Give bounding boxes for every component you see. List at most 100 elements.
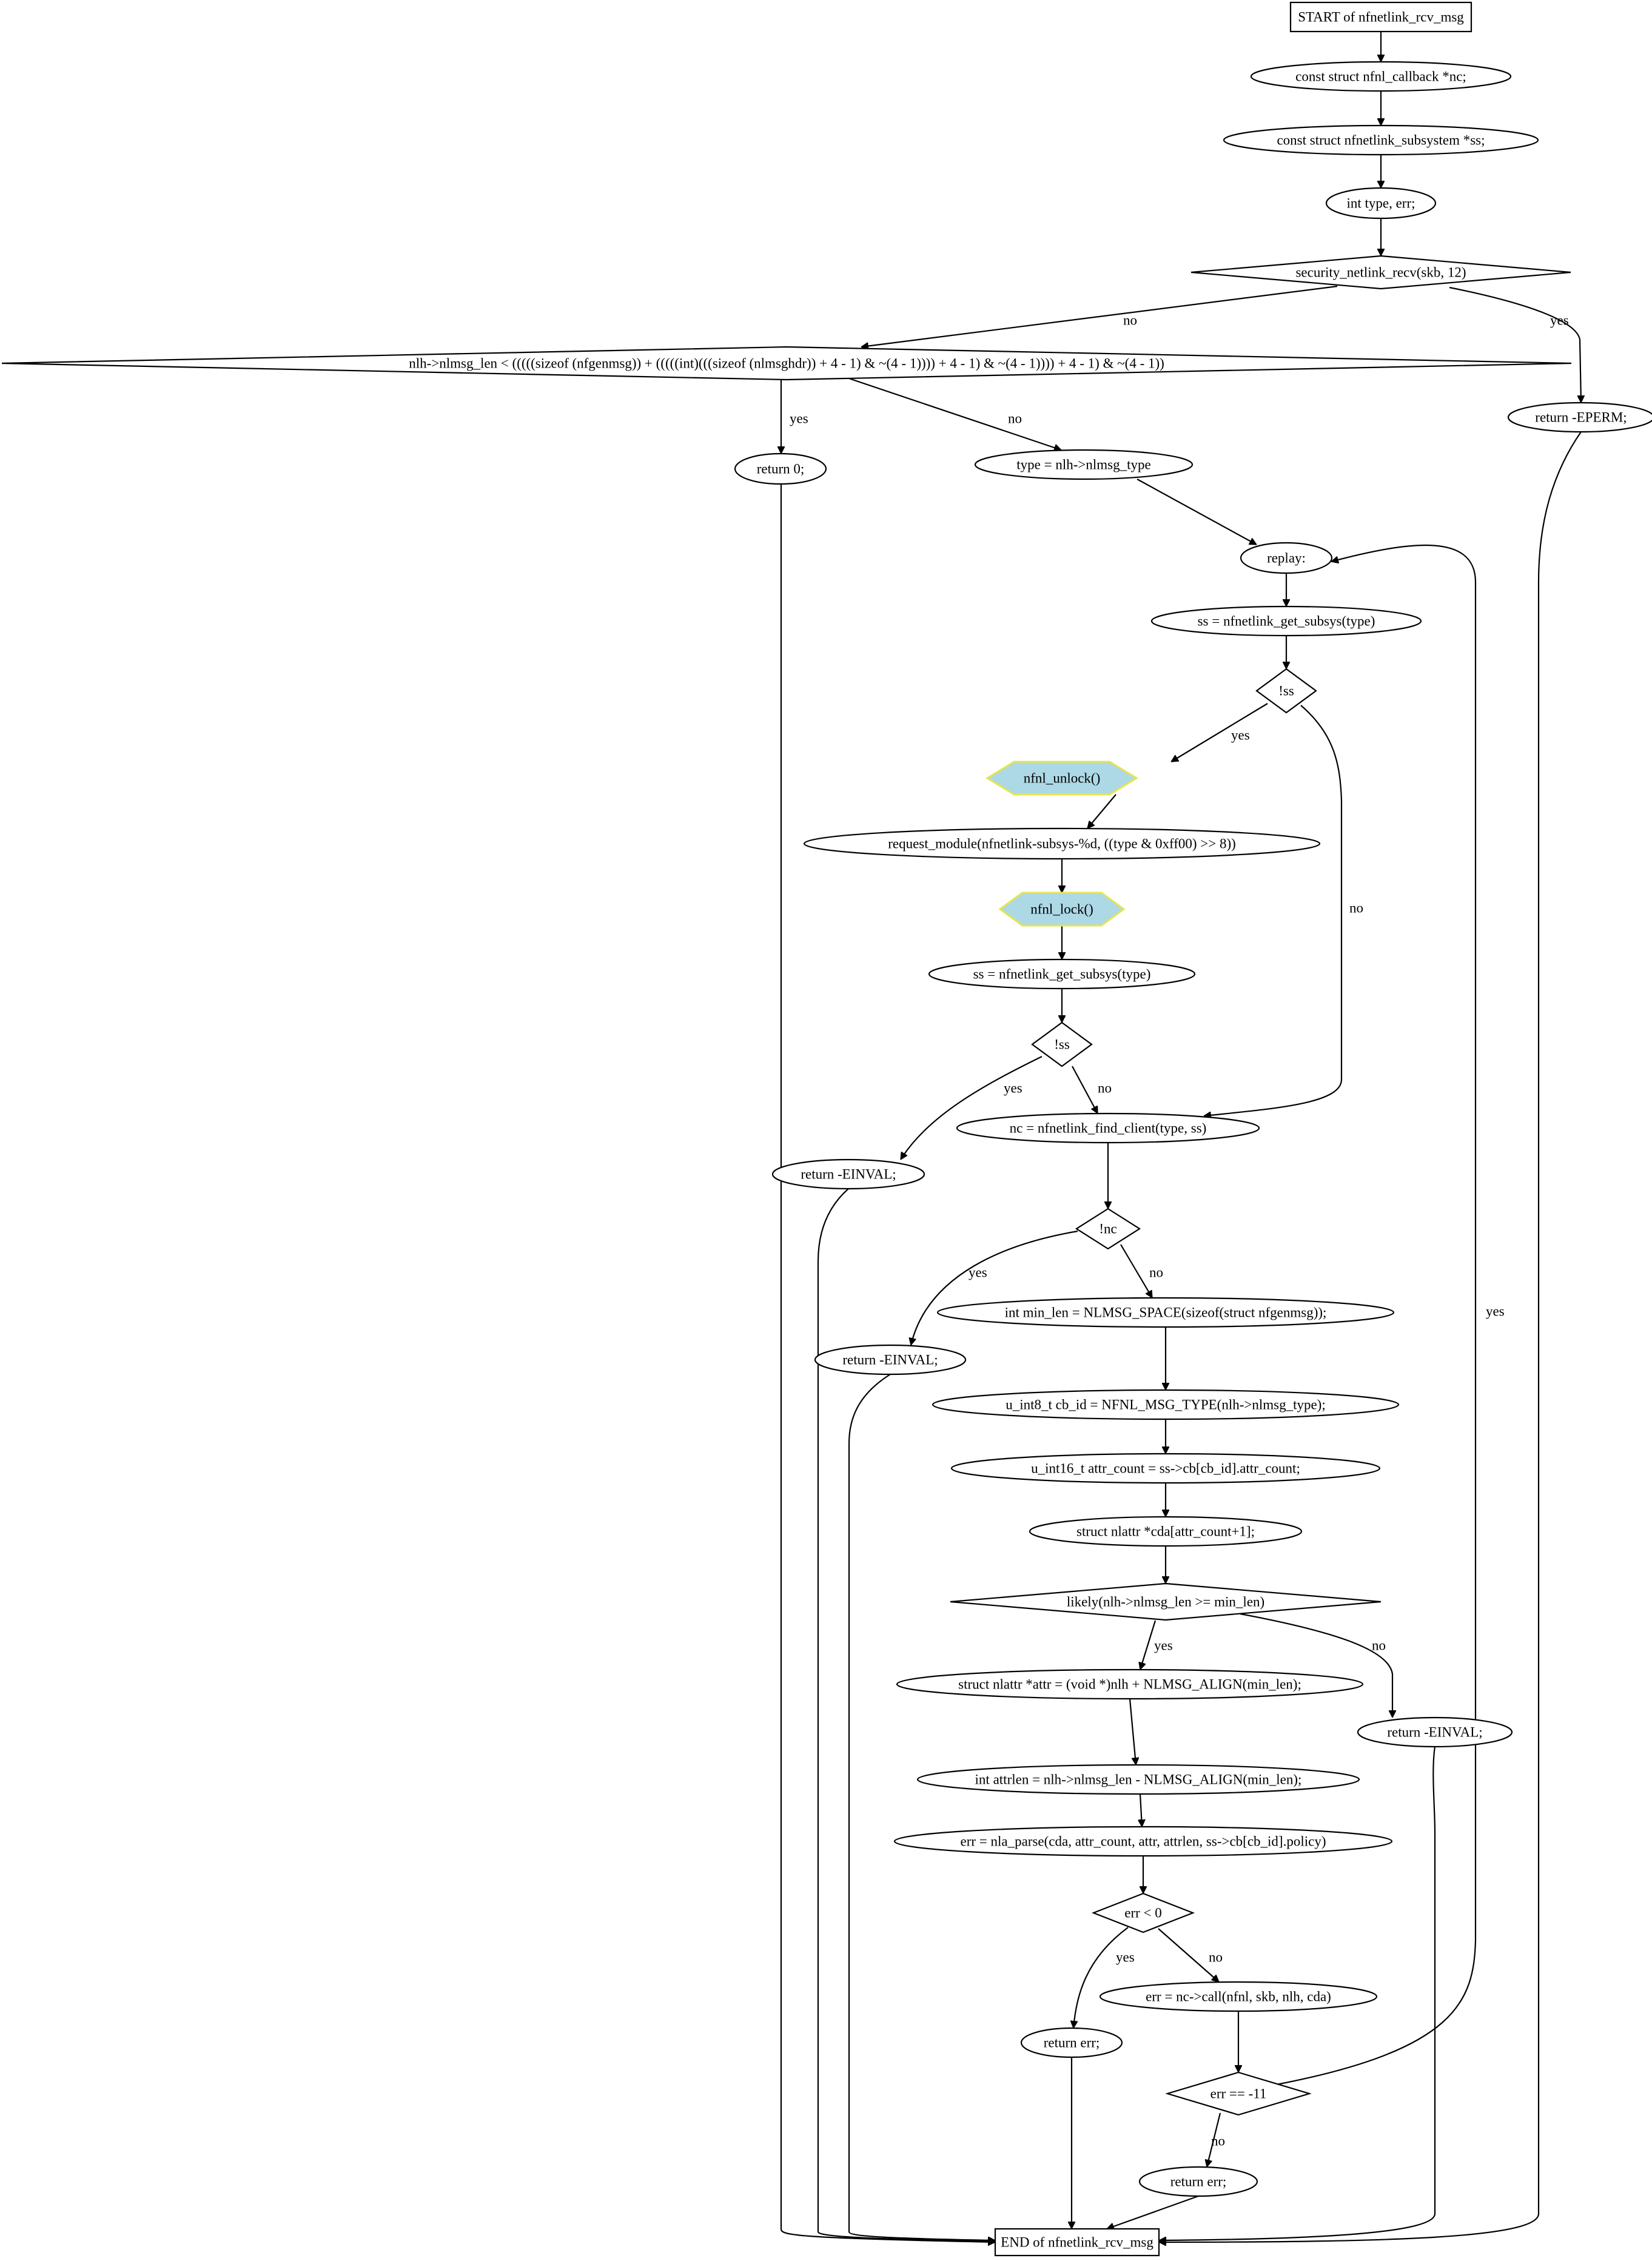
node-shape (950, 1582, 1382, 1621)
edge-n25-n27 (1240, 1613, 1392, 1718)
node-n3-ellipse: int type, err; (1325, 187, 1437, 220)
node-n26-ellipse: struct nlattr *attr = (void *)nlh + NLMS… (896, 1668, 1364, 1700)
edge-label-n30-n31: yes (1116, 1950, 1135, 1965)
node-label: int type, err; (1346, 196, 1415, 211)
node-shape (814, 1344, 967, 1376)
node-label: request_module(nfnetlink-subsys-%d, ((ty… (888, 836, 1236, 852)
node-shape (1029, 1516, 1303, 1547)
node-n32-ellipse: err = nc->call(nfnl, skb, nlh, cda) (1099, 1981, 1378, 2012)
node-n13-ellipse: request_module(nfnetlink-subsys-%d, ((ty… (803, 827, 1321, 860)
node-shape (1223, 124, 1539, 156)
node-label: err = nla_parse(cda, attr_count, attr, a… (961, 1834, 1326, 1849)
node-n11-diamond: !ss (1255, 668, 1317, 714)
node-n33-diamond: err == -11 (1165, 2071, 1312, 2116)
edge-n20-n35 (848, 1374, 995, 2240)
edge-n11-n18 (1204, 705, 1343, 1116)
node-shape (1091, 1892, 1195, 1933)
edge-n27-n35 (1159, 1746, 1436, 2240)
node-n5-diamond: nlh->nlmsg_len < (((((sizeof (nfgenmsg))… (1, 346, 1572, 381)
edge-n19-n20 (911, 1230, 1078, 1345)
edge-n11-n12 (1171, 703, 1268, 762)
node-n12-hexagon: nfnl_unlock() (985, 761, 1138, 796)
node-shape (734, 452, 827, 485)
node-n0-box: START of nfnetlink_rcv_msg (1289, 1, 1472, 33)
node-label: nfnl_lock() (1030, 902, 1093, 917)
node-shape (974, 449, 1194, 480)
node-shape (936, 1297, 1395, 1328)
edge-label-n4-n6: yes (1550, 313, 1569, 328)
node-label: int attrlen = nlh->nlmsg_len - NLMSG_ALI… (975, 1772, 1302, 1787)
node-n6-ellipse: return -EPERM; (1507, 401, 1652, 433)
node-n1-ellipse: const struct nfnl_callback *nc; (1250, 61, 1512, 92)
node-shape (1250, 61, 1512, 92)
node-n14-hexagon: nfnl_lock() (998, 892, 1126, 927)
edge-label-n5-n7: yes (790, 411, 808, 426)
node-n17-ellipse: return -EINVAL; (771, 1158, 925, 1190)
node-n21-ellipse: int min_len = NLMSG_SPACE(sizeof(struct … (936, 1297, 1395, 1328)
node-label: return -EPERM; (1535, 410, 1627, 425)
node-shape (1190, 255, 1571, 290)
node-n19-diamond: !nc (1075, 1208, 1141, 1250)
node-n34-ellipse: return err; (1138, 2166, 1258, 2197)
node-label: struct nlattr *cda[attr_count+1]; (1076, 1524, 1255, 1539)
node-label: security_netlink_recv(skb, 12) (1295, 265, 1466, 280)
node-label: !ss (1054, 1037, 1070, 1052)
edge-n16-n17 (900, 1056, 1043, 1160)
edge-n17-n35 (817, 1188, 995, 2242)
edge-n8-n9 (1137, 479, 1257, 545)
node-shape (1507, 401, 1652, 433)
node-n35-box: END of nfnetlink_rcv_msg (994, 2228, 1160, 2257)
node-shape (1289, 1, 1472, 33)
node-n30-diamond: err < 0 (1091, 1892, 1195, 1933)
edge-label-n33-n9: yes (1486, 1304, 1505, 1319)
edge-label-n30-n32: no (1209, 1950, 1223, 1965)
node-label: err == -11 (1210, 2086, 1267, 2101)
node-n10-ellipse: ss = nfnetlink_get_subsys(type) (1150, 605, 1422, 637)
node-n29-ellipse: err = nla_parse(cda, attr_count, attr, a… (893, 1826, 1393, 1857)
node-shape (928, 958, 1196, 990)
edge-n5-n8 (848, 377, 1061, 450)
node-shape (1, 346, 1572, 381)
node-shape (803, 827, 1321, 860)
node-label: err = nc->call(nfnl, skb, nlh, cda) (1146, 1989, 1331, 2004)
edge-label-n25-n27: no (1372, 1638, 1386, 1653)
node-label: END of nfnetlink_rcv_msg (1001, 2235, 1153, 2250)
edge-n28-n29 (1140, 1793, 1142, 1827)
node-n16-diamond: !ss (1031, 1021, 1093, 1067)
edge-n33-n9 (1276, 544, 1477, 2086)
node-label: nlh->nlmsg_len < (((((sizeof (nfgenmsg))… (409, 356, 1164, 371)
node-n4-diamond: security_netlink_recv(skb, 12) (1190, 255, 1571, 290)
node-shape (1357, 1716, 1513, 1748)
edge-label-n11-n18: no (1349, 901, 1363, 916)
node-shape (1099, 1981, 1378, 2012)
node-label: replay: (1267, 551, 1306, 566)
node-shape (998, 892, 1126, 927)
node-shape (1255, 668, 1317, 714)
edge-n26-n28 (1129, 1698, 1136, 1765)
node-n28-ellipse: int attrlen = nlh->nlmsg_len - NLMSG_ALI… (916, 1764, 1360, 1795)
edge-n4-n5 (861, 285, 1338, 347)
node-n20-ellipse: return -EINVAL; (814, 1344, 967, 1376)
edge-n30-n31 (1073, 1927, 1129, 2028)
node-shape (950, 1453, 1381, 1484)
edge-n4-n6 (1449, 286, 1581, 403)
node-shape (1020, 2027, 1123, 2058)
node-n23-ellipse: u_int16_t attr_count = ss->cb[cb_id].att… (950, 1453, 1381, 1484)
edge-label-n16-n18: no (1098, 1081, 1112, 1096)
edge-n16-n18 (1072, 1066, 1098, 1114)
node-n22-ellipse: u_int8_t cb_id = NFNL_MSG_TYPE(nlh->nlms… (932, 1389, 1400, 1420)
edge-n25-n26 (1140, 1620, 1157, 1670)
node-shape (1150, 605, 1422, 637)
node-shape (893, 1826, 1393, 1857)
node-label: u_int16_t attr_count = ss->cb[cb_id].att… (1031, 1461, 1300, 1476)
node-shape (1325, 187, 1437, 220)
node-label: !nc (1099, 1221, 1116, 1237)
node-shape (956, 1112, 1260, 1144)
node-label: return -EINVAL; (801, 1167, 896, 1182)
node-shape (896, 1668, 1364, 1700)
node-n27-ellipse: return -EINVAL; (1357, 1716, 1513, 1748)
node-label: ss = nfnetlink_get_subsys(type) (1198, 614, 1375, 629)
edge-n12-n13 (1087, 794, 1116, 828)
node-label: u_int8_t cb_id = NFNL_MSG_TYPE(nlh->nlms… (1006, 1397, 1325, 1413)
